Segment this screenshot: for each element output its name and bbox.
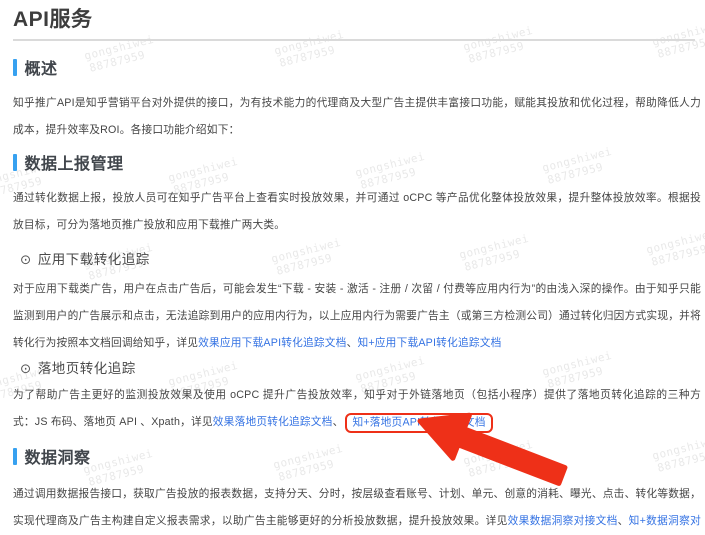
subsection-header-landing-page: ⊙ 落地页转化追踪 — [20, 357, 136, 377]
data-report-text: 通过转化数据上报，投放人员可在知乎广告平台上查看实时投放效果，并可通过 oCPC… — [13, 192, 701, 231]
section-header-data-insight: 数据洞察 — [13, 446, 91, 467]
link-landing-page-doc-2[interactable]: 知+落地页API转化追踪文档 — [352, 416, 486, 428]
section-accent-bar — [13, 58, 17, 76]
app-download-text: 对于应用下载类广告，用户在点击广告后，可能会发生“下载 - 安装 - 激活 - … — [13, 283, 701, 349]
data-insight-text: 通过调用数据报告接口，获取广告投放的报表数据，支持分天、分时，按层级查看账号、计… — [13, 488, 701, 527]
landing-page-paragraph: 为了帮助广告主更好的监测投放效果及使用 oCPC 提升广告投放效率，知乎对于外链… — [13, 382, 701, 436]
section-header-data-report: 数据上报管理 — [13, 152, 124, 173]
subsection-header-app-download: ⊙ 应用下载转化追踪 — [20, 248, 150, 268]
bullet-circle-icon: ⊙ — [20, 361, 32, 376]
annotation-highlight-box: 知+落地页API转化追踪文档 — [345, 412, 493, 433]
bullet-circle-icon: ⊙ — [20, 252, 32, 267]
section-header-overview: 概述 — [13, 57, 58, 78]
data-report-paragraph: 通过转化数据上报，投放人员可在知乎广告平台上查看实时投放效果，并可通过 oCPC… — [13, 185, 701, 239]
overview-text: 知乎推广API是知乎营销平台对外提供的接口，为有技术能力的代理商及大型广告主提供… — [13, 97, 701, 136]
link-data-insight-doc-1[interactable]: 效果数据洞察对接文档 — [507, 515, 618, 527]
link-data-insight-doc-2[interactable]: 知+数据洞察对接文档 — [628, 515, 701, 527]
section-title-data-insight: 数据洞察 — [24, 450, 91, 467]
section-accent-bar — [13, 447, 17, 465]
link-app-download-doc-1[interactable]: 效果应用下载API转化追踪文档 — [198, 337, 347, 349]
title-divider — [13, 39, 695, 41]
landing-page-text: 为了帮助广告主更好的监测投放效果及使用 oCPC 提升广告投放效率，知乎对于外链… — [13, 389, 701, 428]
link-separator: 、 — [332, 416, 344, 428]
section-accent-bar — [13, 153, 17, 171]
link-separator: 、 — [617, 515, 629, 527]
section-title-overview: 概述 — [24, 61, 58, 78]
page-title: API服务 — [13, 8, 93, 31]
app-download-paragraph: 对于应用下载类广告，用户在点击广告后，可能会发生“下载 - 安装 - 激活 - … — [13, 276, 701, 357]
subsection-title-landing-page: 落地页转化追踪 — [37, 361, 136, 376]
subsection-title-app-download: 应用下载转化追踪 — [37, 252, 150, 267]
overview-paragraph: 知乎推广API是知乎营销平台对外提供的接口，为有技术能力的代理商及大型广告主提供… — [13, 90, 701, 144]
link-landing-page-doc-1[interactable]: 效果落地页转化追踪文档 — [212, 416, 333, 428]
data-insight-paragraph: 通过调用数据报告接口，获取广告投放的报表数据，支持分天、分时，按层级查看账号、计… — [13, 481, 701, 535]
section-title-data-report: 数据上报管理 — [24, 156, 124, 173]
link-separator: 、 — [346, 337, 358, 349]
link-app-download-doc-2[interactable]: 知+应用下载API转化追踪文档 — [357, 337, 502, 349]
